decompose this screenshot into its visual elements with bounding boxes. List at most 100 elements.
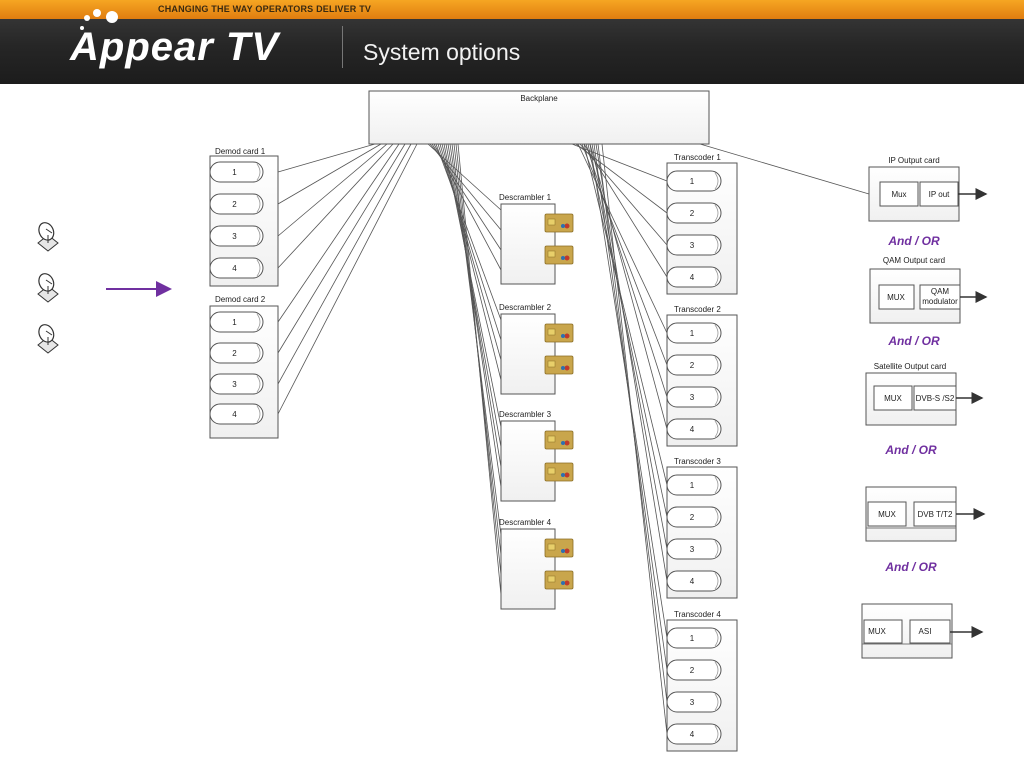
wire xyxy=(587,143,668,518)
wire xyxy=(699,143,870,195)
qam-output-modulator-line2: modulator xyxy=(922,297,958,306)
transcoder-2-port-1: 1 xyxy=(666,322,722,344)
demod-card-1-port-2: 2 xyxy=(209,193,264,215)
smartcard-icon xyxy=(544,245,574,265)
connection-lines xyxy=(277,143,870,735)
asi-output-mux: MUX xyxy=(868,627,886,636)
and-or-label: And / OR xyxy=(884,443,937,457)
port-number: 4 xyxy=(232,410,237,419)
transcoder-label: Transcoder 2 xyxy=(674,305,721,314)
wire xyxy=(277,143,400,323)
wire xyxy=(583,143,668,278)
smartcard-icon xyxy=(544,355,574,375)
port-number: 1 xyxy=(232,168,237,177)
port-number: 2 xyxy=(232,200,237,209)
qam-output-mux: MUX xyxy=(887,293,905,302)
wire xyxy=(435,143,502,321)
demod-card-1-port-3: 3 xyxy=(209,225,264,247)
port-number: 3 xyxy=(690,698,695,707)
port-number: 1 xyxy=(690,634,695,643)
wire xyxy=(443,143,502,428)
transcoder-1-port-3: 3 xyxy=(666,234,722,256)
qam-output-card: QAM Output card MUX QAM modulator xyxy=(869,256,988,324)
qam-output-card-title: QAM Output card xyxy=(883,256,945,265)
transcoder-4: Transcoder 4 1 2 3 4 xyxy=(666,610,738,752)
asi-output-asi: ASI xyxy=(919,627,932,636)
and-or-label: And / OR xyxy=(887,334,940,348)
wire xyxy=(589,143,668,430)
port-number: 2 xyxy=(690,361,695,370)
descrambler-3: Descrambler 3 xyxy=(499,410,574,502)
port-number: 4 xyxy=(690,425,695,434)
descrambler-label: Descrambler 3 xyxy=(499,410,552,419)
dvbt-output-mux: MUX xyxy=(878,510,896,519)
port-number: 1 xyxy=(690,481,695,490)
and-or-label: And / OR xyxy=(887,234,940,248)
wire xyxy=(447,143,502,468)
transcoder-1: Transcoder 1 1 2 3 4 xyxy=(666,153,738,295)
port-number: 4 xyxy=(690,577,695,586)
header-divider xyxy=(342,26,343,68)
smartcard-icon xyxy=(544,323,574,343)
satellite-output-mux: MUX xyxy=(884,394,902,403)
wire xyxy=(439,143,502,361)
transcoder-4-port-1: 1 xyxy=(666,627,722,649)
port-number: 1 xyxy=(690,177,695,186)
ip-output-card: IP Output card Mux IP out xyxy=(868,156,988,222)
logo-dots-icon xyxy=(80,9,118,30)
smartcard-icon xyxy=(544,538,574,558)
port-number: 4 xyxy=(690,730,695,739)
descrambler-label: Descrambler 2 xyxy=(499,303,552,312)
ip-output-mux: Mux xyxy=(891,190,906,199)
header-banner: CHANGING THE WAY OPERATORS DELIVER TV Ap… xyxy=(0,0,1024,84)
port-number: 3 xyxy=(690,545,695,554)
descrambler-1: Descrambler 1 xyxy=(499,193,574,285)
backplane-label: Backplane xyxy=(520,94,558,103)
transcoder-3-port-1: 1 xyxy=(666,474,722,496)
demod-card-2-label: Demod card 2 xyxy=(215,295,266,304)
demod-card-2-port-2: 2 xyxy=(209,342,264,364)
transcoder-2-port-3: 3 xyxy=(666,386,722,408)
smartcard-icon xyxy=(544,213,574,233)
port-number: 2 xyxy=(690,513,695,522)
wire xyxy=(277,143,382,205)
qam-output-modulator-line1: QAM xyxy=(931,287,950,296)
dvbt-output-card: MUX DVB T/T2 xyxy=(865,486,986,542)
tagline: CHANGING THE WAY OPERATORS DELIVER TV xyxy=(158,4,372,14)
demod-card-1-port-4: 4 xyxy=(209,257,264,279)
transcoder-2-port-2: 2 xyxy=(666,354,722,376)
ip-output-ipout: IP out xyxy=(929,190,951,199)
wire xyxy=(595,143,668,582)
wire xyxy=(437,143,502,341)
descrambler-label: Descrambler 1 xyxy=(499,193,552,202)
wire xyxy=(277,143,388,237)
page-title: System options xyxy=(363,39,521,65)
wire xyxy=(277,143,376,173)
backplane: Backplane xyxy=(368,90,710,145)
dvbt-output-dvbt: DVB T/T2 xyxy=(918,510,954,519)
port-number: 3 xyxy=(690,393,695,402)
asi-output-card: MUX ASI xyxy=(861,603,984,659)
satellite-dish-icon xyxy=(37,222,59,252)
satellite-output-card: Satellite Output card MUX DVB-S /S2 xyxy=(865,362,984,426)
wire xyxy=(571,143,668,182)
transcoder-1-port-4: 4 xyxy=(666,266,722,288)
brand-logo: Appear TV xyxy=(70,25,280,69)
demod-card-2-port-3: 3 xyxy=(209,373,264,395)
wire xyxy=(277,143,406,354)
transcoder-label: Transcoder 4 xyxy=(674,610,721,619)
ip-output-card-title: IP Output card xyxy=(888,156,939,165)
transcoder-label: Transcoder 1 xyxy=(674,153,721,162)
wire xyxy=(445,143,502,448)
port-number: 3 xyxy=(232,232,237,241)
descrambler-2: Descrambler 2 xyxy=(499,303,574,395)
demod-card-1-port-1: 1 xyxy=(209,161,264,183)
transcoder-1-port-2: 2 xyxy=(666,202,722,224)
wire xyxy=(277,143,412,385)
wire xyxy=(583,143,668,486)
port-number: 4 xyxy=(232,264,237,273)
transcoder-4-port-2: 2 xyxy=(666,659,722,681)
